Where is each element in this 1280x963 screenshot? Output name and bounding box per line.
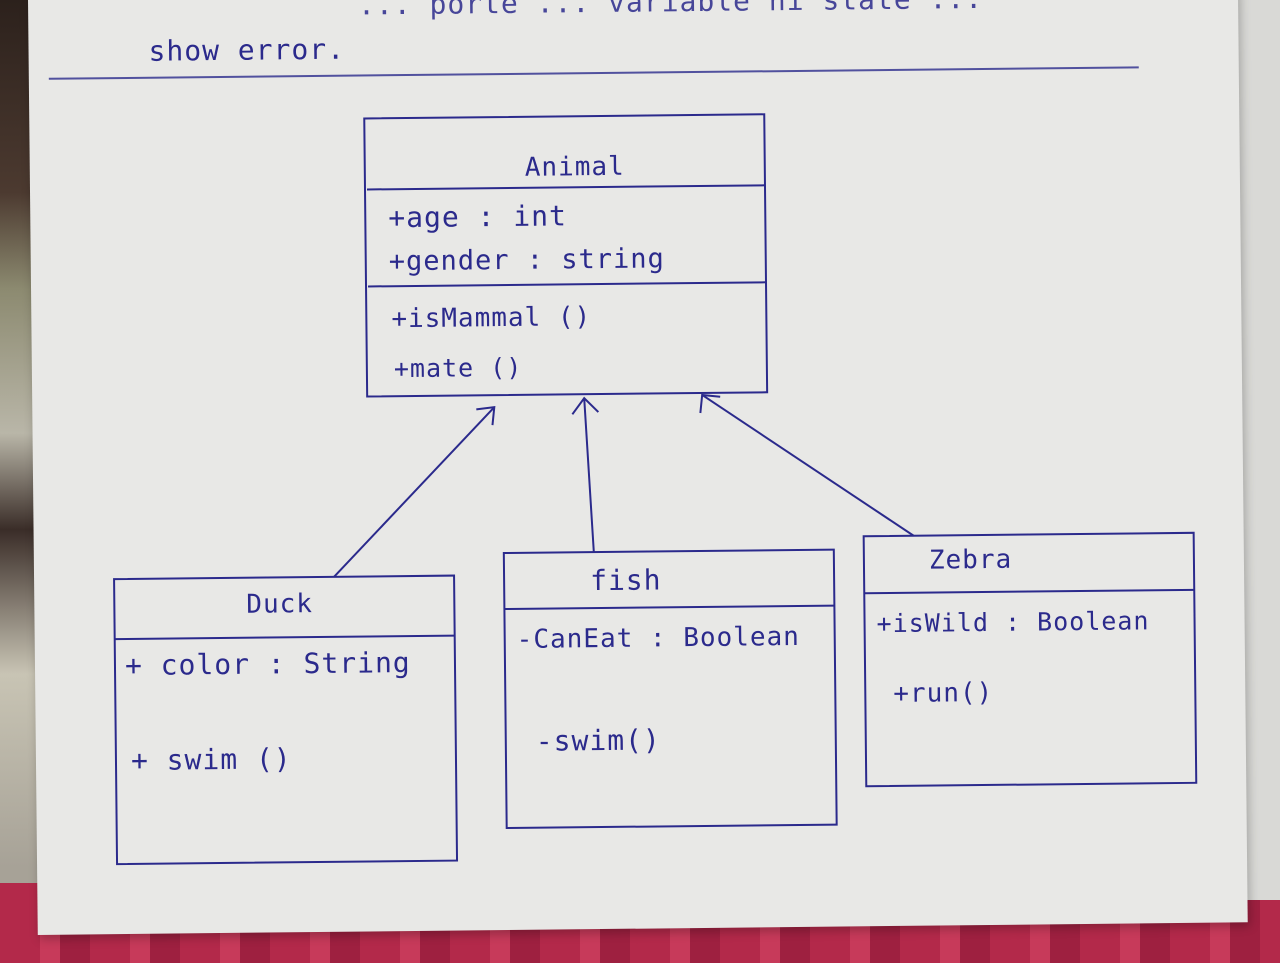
zebra-attr-iswild: +isWild : Boolean bbox=[876, 606, 1150, 639]
zebra-box bbox=[862, 531, 1198, 788]
fish-arrowhead bbox=[571, 396, 600, 415]
fish-to-animal-line bbox=[583, 398, 595, 553]
duck-method-swim: + swim () bbox=[130, 742, 292, 777]
fish-attr-caneat: -CanEat : Boolean bbox=[516, 621, 800, 655]
duck-attr-color: + color : String bbox=[124, 646, 411, 683]
animal-attr-age: +age : int bbox=[388, 199, 568, 235]
zebra-class-name: Zebra bbox=[928, 544, 1013, 576]
notebook-page: ... porte ... variable ni state ... show… bbox=[28, 0, 1248, 935]
animal-box bbox=[363, 113, 769, 398]
duck-arrowhead bbox=[476, 405, 496, 426]
duck-divider bbox=[114, 634, 455, 641]
animal-class-name: Animal bbox=[524, 151, 625, 183]
fish-divider bbox=[504, 604, 835, 611]
animal-divider-2 bbox=[368, 281, 767, 288]
diagram-lines bbox=[113, 113, 1198, 866]
zebra-method-run: +run() bbox=[893, 677, 994, 709]
animal-method-mate: +mate () bbox=[393, 352, 523, 384]
zebra-to-animal-line bbox=[701, 394, 915, 537]
animal-attr-gender: +gender : string bbox=[388, 243, 666, 278]
fish-box bbox=[502, 548, 838, 830]
animal-method-ismammal: +isMammal () bbox=[391, 302, 592, 335]
fish-method-swim: -swim() bbox=[535, 723, 661, 758]
zebra-divider bbox=[864, 588, 1195, 595]
duck-class-name: Duck bbox=[246, 589, 314, 620]
duck-to-animal-line bbox=[333, 406, 496, 578]
fish-class-name: fish bbox=[589, 563, 662, 598]
animal-divider-1 bbox=[366, 184, 765, 191]
duck-box bbox=[113, 574, 459, 866]
zebra-arrowhead bbox=[699, 393, 721, 414]
